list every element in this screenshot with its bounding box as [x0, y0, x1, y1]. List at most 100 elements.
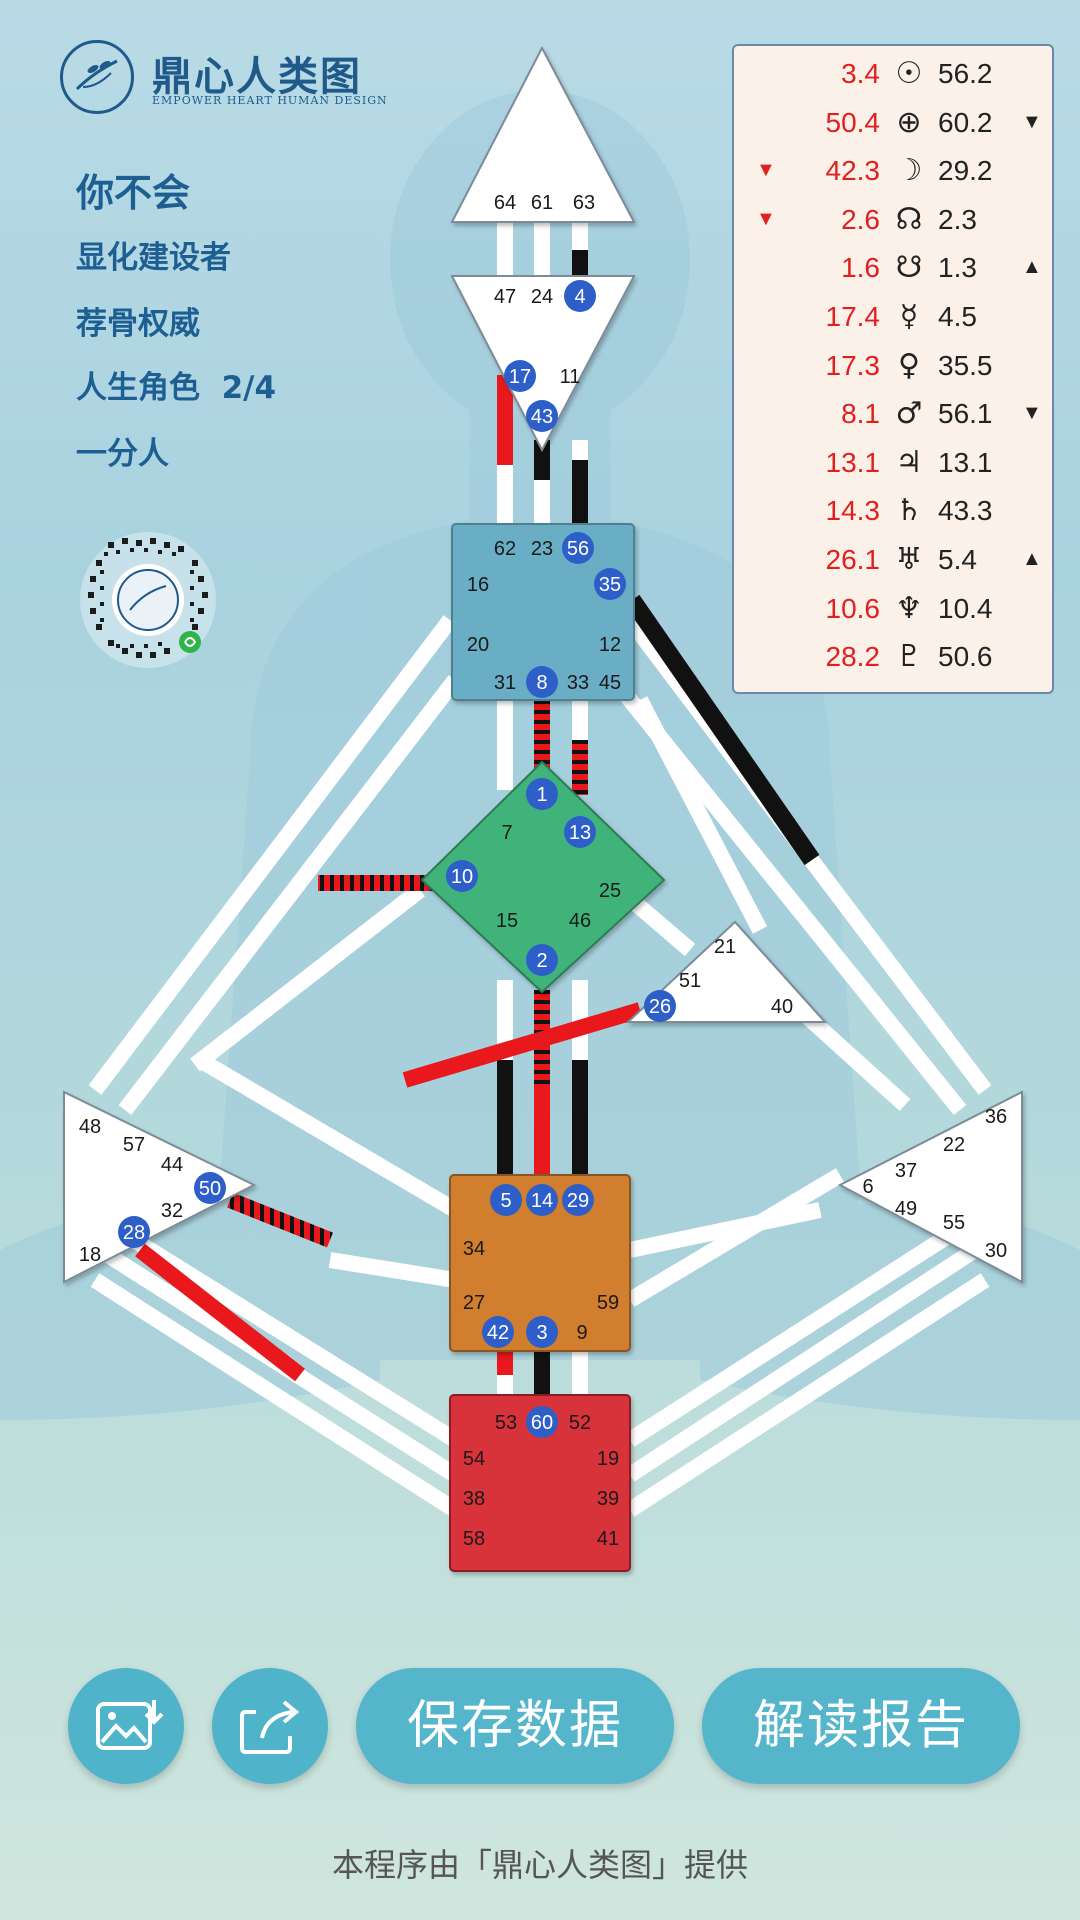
logo-title: 鼎心人类图: [152, 53, 362, 100]
gate-label: 35: [599, 574, 621, 596]
gate-64: 64: [494, 192, 516, 214]
share-button[interactable]: [212, 1668, 328, 1784]
gate-label: 18: [79, 1244, 101, 1266]
personality-arrow: ▼: [1022, 402, 1042, 425]
gate-label: 30: [985, 1240, 1007, 1262]
gate-label: 24: [531, 286, 553, 308]
gate-17: 17: [504, 360, 536, 392]
gate-label: 41: [597, 1528, 619, 1550]
defined-channels: [135, 250, 820, 1395]
gate-59: 59: [597, 1292, 619, 1314]
gate-label: 46: [569, 910, 591, 932]
gate-7: 7: [501, 822, 512, 844]
profile-name: 你不会: [76, 171, 191, 215]
gate-badge: [562, 532, 594, 564]
planet-row: 50.4⊕60.2▼: [734, 101, 1056, 149]
planet-symbol-icon: ♇: [895, 639, 923, 675]
design-value: 3.4: [841, 58, 880, 89]
gate-43: 43: [526, 400, 558, 432]
gate-46: 46: [569, 910, 591, 932]
profile-definition: 一分人: [76, 436, 169, 472]
gate-label: 64: [494, 192, 516, 214]
gate-18: 18: [79, 1244, 101, 1266]
qr-code[interactable]: [78, 530, 218, 670]
gate-50: 50: [194, 1172, 226, 1204]
gate-13: 13: [564, 816, 596, 848]
gate-19: 19: [597, 1448, 619, 1470]
gate-badge: [562, 1184, 594, 1216]
personality-value: 56.1: [938, 398, 993, 430]
gate-badge: [526, 400, 558, 432]
logo-emblem-icon: [60, 40, 134, 114]
gate-24: 24: [531, 286, 553, 308]
gate-badge: [504, 360, 536, 392]
gate-label: 29: [567, 1190, 589, 1212]
gate-label: 15: [496, 910, 518, 932]
gate-badge: [594, 568, 626, 600]
save-image-button[interactable]: [68, 1668, 184, 1784]
save-data-button[interactable]: 保存数据: [356, 1668, 674, 1784]
gate-30: 30: [985, 1240, 1007, 1262]
heart-center: [625, 920, 828, 1023]
design-arrow: ▼: [756, 159, 776, 182]
gate-26: 26: [644, 990, 676, 1022]
gate-label: 57: [123, 1134, 145, 1156]
gate-label: 47: [494, 286, 516, 308]
read-report-button[interactable]: 解读报告: [702, 1668, 1020, 1784]
gate-badge: [118, 1216, 150, 1248]
gate-4: 4: [564, 280, 596, 312]
gate-label: 26: [649, 996, 671, 1018]
gate-45: 45: [599, 672, 621, 694]
planet-row: ▼42.3☽29.2: [734, 149, 1056, 197]
gate-22: 22: [943, 1134, 965, 1156]
gate-badge: [490, 1184, 522, 1216]
gate-61: 61: [531, 192, 553, 214]
planet-row: 13.1♃13.1: [734, 441, 1056, 489]
image-download-icon: [96, 1700, 164, 1750]
gate-label: 32: [161, 1200, 183, 1222]
gate-58: 58: [463, 1528, 485, 1550]
gate-badge: [194, 1172, 226, 1204]
gate-38: 38: [463, 1488, 485, 1510]
gate-label: 42: [487, 1322, 509, 1344]
g-center: [420, 760, 666, 994]
design-value: 8.1: [841, 398, 880, 430]
gate-label: 34: [463, 1238, 485, 1260]
gate-51: 51: [679, 970, 701, 992]
personality-value: 4.5: [938, 301, 977, 332]
gate-41: 41: [597, 1528, 619, 1550]
gate-label: 20: [467, 634, 489, 656]
head-center: [450, 45, 636, 223]
sacral-center: [449, 1174, 631, 1352]
gate-6: 6: [862, 1176, 873, 1198]
personality-value: 29.2: [938, 155, 993, 187]
gate-label: 27: [463, 1292, 485, 1314]
personality-value: 43.3: [938, 495, 993, 527]
gate-23: 23: [531, 538, 553, 560]
design-value: 28.2: [825, 641, 881, 673]
gate-44: 44: [161, 1154, 183, 1176]
gate-label: 40: [771, 996, 793, 1018]
gate-label: 10: [451, 866, 473, 888]
gate-badge: [526, 1406, 558, 1438]
gate-label: 28: [123, 1222, 145, 1244]
gate-39: 39: [597, 1488, 619, 1510]
planet-symbol-icon: ☿: [899, 299, 919, 334]
personality-arrow: ▲: [1022, 548, 1042, 570]
gate-8: 8: [526, 666, 558, 698]
gate-5: 5: [490, 1184, 522, 1216]
gate-62: 62: [494, 538, 516, 560]
gate-label: 37: [895, 1160, 917, 1182]
gate-label: 14: [531, 1190, 553, 1212]
gate-label: 9: [576, 1322, 587, 1344]
gate-15: 15: [496, 910, 518, 932]
personality-arrow: ▲: [1022, 256, 1042, 279]
solar-plexus-center: [837, 1090, 1023, 1284]
personality-value: 60.2: [938, 106, 993, 138]
gate-badge: [526, 778, 558, 810]
gate-34: 34: [463, 1238, 485, 1260]
gate-52: 52: [569, 1412, 591, 1434]
planet-row: 14.3♄43.3: [734, 489, 1056, 537]
planet-symbol-icon: ♆: [895, 590, 923, 626]
gate-49: 49: [895, 1198, 917, 1220]
